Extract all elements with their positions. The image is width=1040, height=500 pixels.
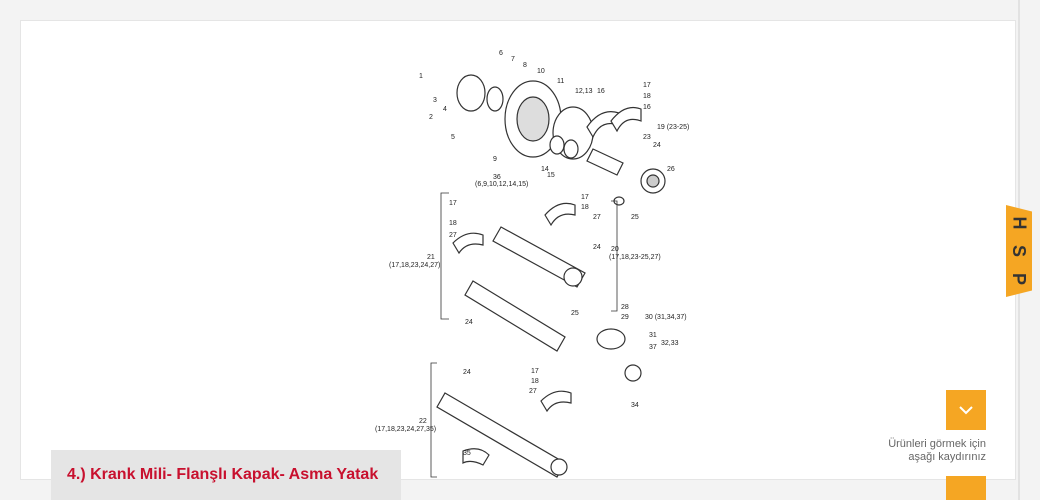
part-label: 34 xyxy=(631,402,639,409)
brackets xyxy=(430,192,618,478)
crankshaft-2 xyxy=(464,280,566,352)
part-label: (17,18,23,24,27,35) xyxy=(375,426,436,433)
crankshaft-exploded-diagram: 1 2 3 4 5 6 7 8 9 10 11 12,13 14 15 16 1… xyxy=(361,41,701,481)
crank-journal-1 xyxy=(563,267,583,287)
part-label: 18 xyxy=(643,93,651,100)
part-label: 27 xyxy=(529,388,537,395)
crank-end xyxy=(586,148,624,176)
o-ring-b xyxy=(563,139,579,159)
flange-hub xyxy=(456,74,486,112)
part-label: 29 xyxy=(621,314,629,321)
part-label: 22 xyxy=(419,418,427,425)
part-label: 25 xyxy=(571,310,579,317)
part-label: 35 xyxy=(463,450,471,457)
part-label: 5 xyxy=(451,134,455,141)
o-ring-a xyxy=(549,135,565,155)
bearing-cap-lower xyxy=(540,390,572,413)
part-label: 24 xyxy=(593,244,601,251)
part-label: 1 xyxy=(419,73,423,80)
part-label: 16 xyxy=(597,88,605,95)
part-label: 6 xyxy=(499,50,503,57)
part-label: (6,9,10,12,14,15) xyxy=(475,181,528,188)
part-label: 19 (23-25) xyxy=(657,124,689,131)
bearing-cap-mid-b xyxy=(544,202,576,227)
part-label: 7 xyxy=(511,56,515,63)
chevron-down-icon xyxy=(959,406,973,415)
part-label: 23 xyxy=(643,134,651,141)
part-label: 2 xyxy=(429,114,433,121)
part-label: 3 xyxy=(433,97,437,104)
logo-letter-h: H xyxy=(1009,216,1029,230)
part-label: 9 xyxy=(493,156,497,163)
part-label: (17,18,23-25,27) xyxy=(609,254,661,261)
scroll-hint: Ürünleri görmek için aşağı kaydırınız xyxy=(888,438,986,464)
bearing-cap-upper-b xyxy=(610,106,642,133)
part-label: 26 xyxy=(667,166,675,173)
part-label: 17 xyxy=(643,82,651,89)
crank-journal-3 xyxy=(550,458,568,476)
bearing-cap-mid-a xyxy=(452,232,484,255)
timing-gear-hub xyxy=(646,174,660,188)
crank-flange-2 xyxy=(596,328,626,350)
oil-seal xyxy=(486,86,504,112)
part-label: 27 xyxy=(593,214,601,221)
part-label: 37 xyxy=(649,344,657,351)
part-label: 18 xyxy=(581,204,589,211)
part-label: 17 xyxy=(531,368,539,375)
part-label: 21 xyxy=(427,254,435,261)
hsp-logo[interactable]: H S P xyxy=(1006,205,1032,297)
part-label: (17,18,23,24,27) xyxy=(389,262,440,269)
part-label: 25 xyxy=(631,214,639,221)
scroll-hint-line1: Ürünleri görmek için xyxy=(888,438,986,450)
part-label: 12,13 xyxy=(575,88,593,95)
part-label: 10 xyxy=(537,68,545,75)
thrust-washer xyxy=(624,364,642,382)
part-label: 15 xyxy=(547,172,555,179)
part-label: 36 xyxy=(493,174,501,181)
part-label: 14 xyxy=(541,166,549,173)
part-label: 16 xyxy=(643,104,651,111)
part-label: 32,33 xyxy=(661,340,679,347)
scroll-down-button[interactable] xyxy=(946,390,986,430)
logo-letter-s: S xyxy=(1008,244,1029,258)
product-card: 1 2 3 4 5 6 7 8 9 10 11 12,13 14 15 16 1… xyxy=(20,20,1016,480)
part-labels: 1 2 3 4 5 6 7 8 9 10 11 12,13 14 15 16 1… xyxy=(375,50,689,457)
flange-cover-bore xyxy=(516,96,550,142)
part-label: 11 xyxy=(557,78,564,85)
bottom-tab[interactable] xyxy=(946,476,986,500)
crankshaft-3 xyxy=(436,392,566,478)
scroll-hint-line2: aşağı kaydırınız xyxy=(908,451,986,463)
diagram-svg: 1 2 3 4 5 6 7 8 9 10 11 12,13 14 15 16 1… xyxy=(375,50,689,478)
part-label: 17 xyxy=(581,194,589,201)
part-label: 17 xyxy=(449,200,457,207)
part-label: 24 xyxy=(653,142,661,149)
part-label: 4 xyxy=(443,106,447,113)
part-label: 24 xyxy=(465,319,473,326)
counterweight xyxy=(462,448,490,466)
part-label: 18 xyxy=(531,378,539,385)
part-label: 18 xyxy=(449,220,457,227)
part-label: 27 xyxy=(449,232,457,239)
part-label: 24 xyxy=(463,369,471,376)
logo-letter-p: P xyxy=(1008,272,1029,286)
part-label: 31 xyxy=(649,332,657,339)
crankshaft-1 xyxy=(492,226,586,288)
part-label: 8 xyxy=(523,62,527,69)
part-label: 30 (31,34,37) xyxy=(645,314,687,321)
product-caption: 4.) Krank Mili- Flanşlı Kapak- Asma Yata… xyxy=(51,450,401,500)
caption-title: 4.) Krank Mili- Flanşlı Kapak- Asma Yata… xyxy=(67,466,379,483)
part-label: 28 xyxy=(621,304,629,311)
part-label: 20 xyxy=(611,246,619,253)
